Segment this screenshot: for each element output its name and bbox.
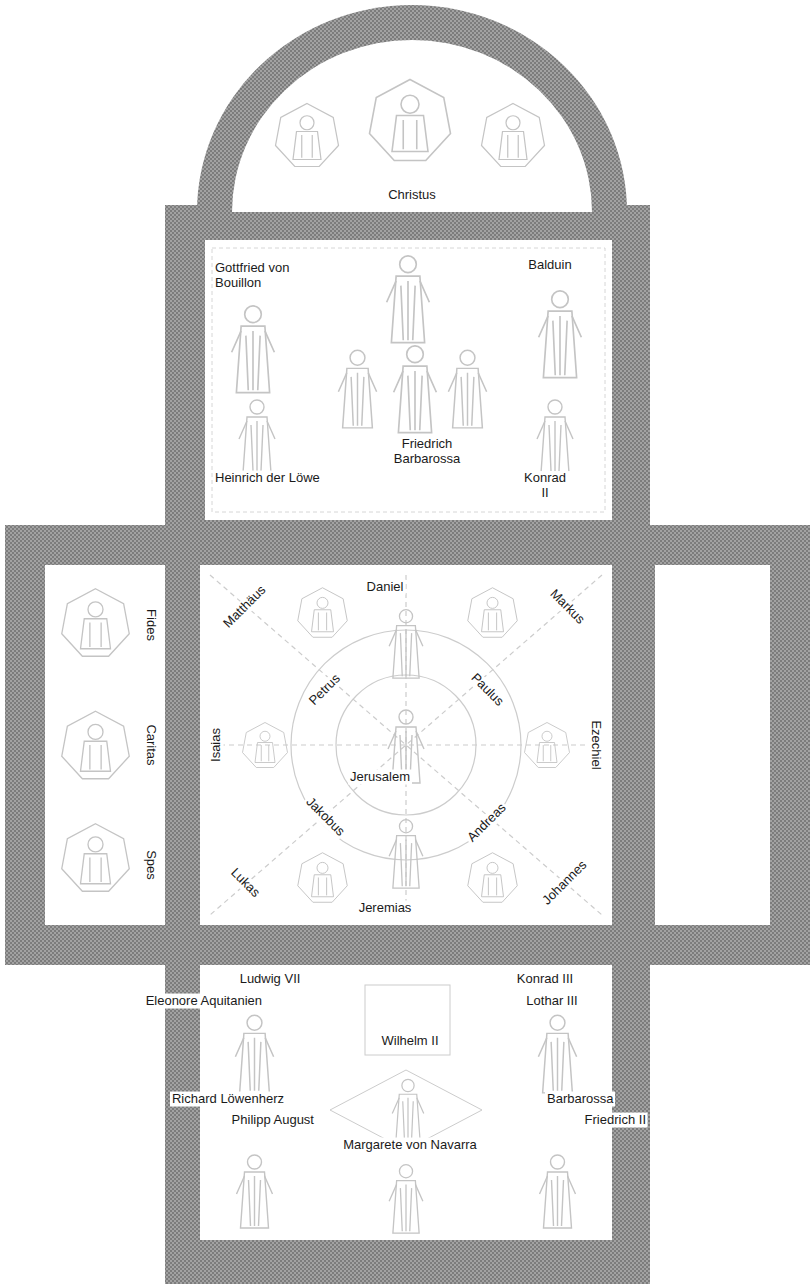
figure-label: Spes bbox=[144, 848, 159, 882]
drawing-part bbox=[232, 306, 275, 393]
drawing-part bbox=[448, 350, 486, 428]
drawing-part bbox=[389, 820, 423, 888]
figure-label: Friedrich II bbox=[583, 1113, 648, 1128]
vault-panel: FidesCaritasSpes bbox=[45, 565, 165, 925]
figure-label: Konrad II bbox=[518, 471, 572, 501]
figure-label: Christus bbox=[386, 188, 438, 203]
vault-panel: Matthäus Daniel MarkusPetrus PaulusIsaiasJe… bbox=[200, 565, 612, 925]
transept-band bbox=[5, 525, 810, 965]
drawing-part bbox=[298, 588, 348, 638]
figure-label: Gottfried von Bouillon bbox=[213, 261, 335, 291]
drawing-part bbox=[338, 350, 376, 428]
drawing-part bbox=[62, 589, 130, 657]
figure-label: Heinrich der Löwe bbox=[213, 471, 322, 486]
drawing-part bbox=[62, 824, 130, 892]
figure-label: Daniel bbox=[365, 580, 406, 595]
vault-panel: Ludwig VIIEleonore AquitanienKonrad IIIL… bbox=[200, 965, 612, 1240]
figure-sketch bbox=[276, 80, 545, 167]
vault-field bbox=[205, 240, 612, 520]
nave-band bbox=[165, 205, 650, 1284]
drawing-part bbox=[537, 400, 573, 473]
figure-label: Johannes bbox=[538, 856, 591, 909]
figure-label: Caritas bbox=[144, 722, 159, 767]
drawing-part bbox=[468, 588, 518, 638]
figure-label: Lukas bbox=[226, 864, 264, 902]
drawing-part bbox=[243, 723, 288, 768]
drawing-part bbox=[540, 1155, 576, 1228]
drawing-part bbox=[525, 723, 570, 768]
figure-label: Markus bbox=[545, 585, 589, 629]
figure-label: Paulus bbox=[466, 669, 507, 710]
drawing-part bbox=[392, 1079, 424, 1143]
figure-label: Matthäus bbox=[219, 581, 270, 632]
drawing-part bbox=[365, 985, 450, 1055]
drawing-part bbox=[387, 256, 430, 343]
drawing-part bbox=[538, 1015, 576, 1093]
drawing-part bbox=[370, 80, 451, 161]
figure-sketch bbox=[210, 575, 602, 915]
apse-band bbox=[197, 5, 627, 212]
figure-label: Jerusalem bbox=[348, 770, 412, 785]
figure-label: Andreas bbox=[463, 799, 511, 847]
figure-label: Friedrich Barbarossa bbox=[375, 437, 479, 467]
figure-label: Fides bbox=[144, 607, 159, 643]
drawing-part bbox=[235, 1015, 273, 1093]
figure-label: Eleonore Aquitanien bbox=[144, 994, 264, 1009]
drawing-part bbox=[389, 610, 423, 678]
drawing-part bbox=[539, 291, 582, 378]
drawing-part bbox=[220, 575, 592, 915]
drawing-part bbox=[394, 346, 437, 433]
figure-label: Lothar III bbox=[524, 994, 579, 1009]
vault-panel: Christus bbox=[235, 40, 585, 210]
figure-label: Konrad III bbox=[515, 972, 575, 987]
figure-sketch bbox=[62, 589, 130, 892]
vault-field bbox=[45, 565, 165, 925]
drawing-part bbox=[336, 675, 476, 815]
drawing-part bbox=[62, 711, 130, 779]
figure-label: Petrus bbox=[305, 670, 345, 710]
vault-field bbox=[200, 565, 612, 925]
drawing-part bbox=[468, 853, 518, 903]
figure-label: Margarete von Navarra bbox=[341, 1138, 479, 1153]
figure-label: Balduin bbox=[526, 258, 573, 273]
drawing-part bbox=[482, 104, 545, 167]
figure-label: Jakobus bbox=[301, 793, 349, 841]
figure-label: Barbarossa bbox=[545, 1092, 615, 1107]
drawing-part bbox=[298, 853, 348, 903]
figure-label: Ezechiel bbox=[589, 718, 604, 771]
figure-sketch bbox=[235, 985, 576, 1233]
vault-field bbox=[655, 565, 770, 925]
figure-label: Isaias bbox=[209, 726, 224, 764]
figure-label: Philipp August bbox=[230, 1113, 316, 1128]
drawing-part bbox=[212, 248, 605, 512]
drawing-part bbox=[237, 1155, 273, 1228]
vault-panel: Gottfried von Bouillon BalduinFriedrich B… bbox=[205, 240, 612, 520]
drawing-part bbox=[389, 1165, 423, 1233]
figure-label: Richard Löwenherz bbox=[170, 1092, 286, 1107]
figure-label: Ludwig VII bbox=[238, 972, 303, 987]
drawing-part bbox=[210, 575, 602, 915]
figure-label: Wilhelm II bbox=[379, 1034, 440, 1049]
figure-sketch bbox=[212, 248, 605, 512]
figure-label: Jeremias bbox=[357, 901, 414, 916]
drawing-part bbox=[276, 104, 339, 167]
apse-field bbox=[232, 40, 592, 212]
drawing-part bbox=[239, 400, 275, 473]
